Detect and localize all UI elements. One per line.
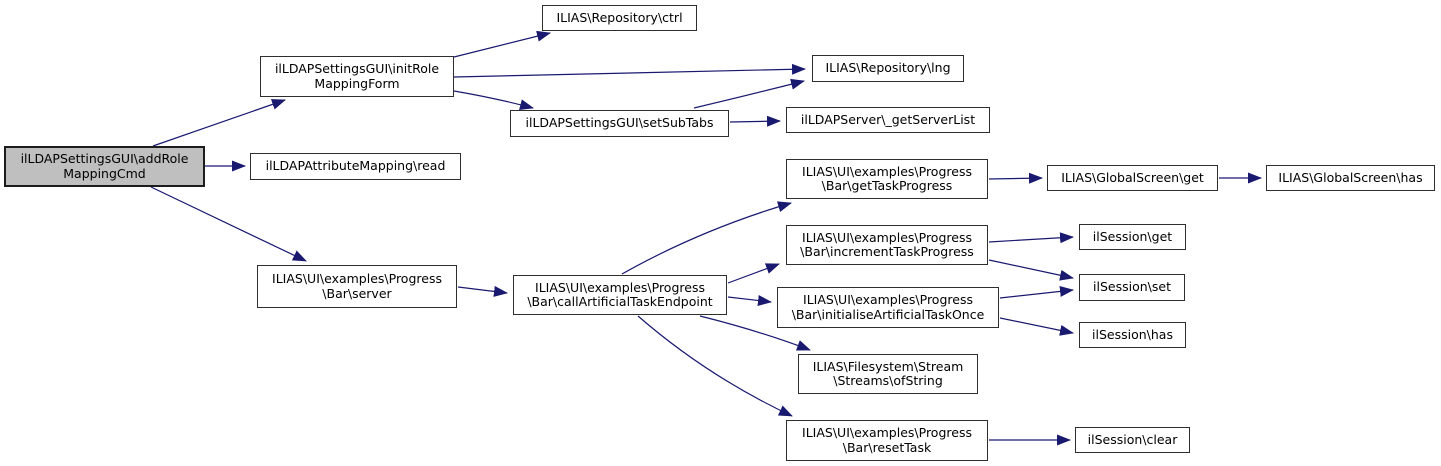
edge-initialise-sessionSet [999,285,1074,299]
edge-addRoleMappingCmd-initRoleMappingForm [152,99,286,147]
node-ilSession-set[interactable]: ilSession\set [1079,274,1185,301]
edge-initRoleMappingForm-ctrl [453,30,551,58]
node-bar-server[interactable]: ILIAS\UI\examples\Progress \Bar\server [257,265,457,308]
node-getServerList[interactable]: ilLDAPServer\_getServerList [786,107,990,133]
edge-initialise-sessionHas [999,317,1074,336]
edge-call-getTaskProgress [621,201,792,275]
edge-server-callArtificialTaskEndpoint [457,285,508,297]
node-incrementTaskProgress[interactable]: ILIAS\UI\examples\Progress \Bar\incremen… [786,225,988,265]
node-getTaskProgress[interactable]: ILIAS\UI\examples\Progress \Bar\getTaskP… [786,159,988,199]
edge-call-ofString [699,315,811,351]
edge-setSubTabs-getServerList [729,115,781,127]
edge-increment-sessionSet [988,259,1074,281]
node-initialiseArtificialTaskOnce[interactable]: ILIAS\UI\examples\Progress \Bar\initiali… [777,287,999,328]
edge-call-incrementTaskProgress [727,263,780,284]
edge-getTaskProgress-globalScreenGet [988,172,1043,184]
edge-initRoleMappingForm-lng [453,63,806,78]
node-ilSession-get[interactable]: ilSession\get [1079,224,1186,250]
node-ilSession-has[interactable]: ilSession\has [1079,322,1186,348]
node-addRoleMappingCmd[interactable]: ilLDAPSettingsGUI\addRole MappingCmd [4,146,205,187]
node-globalScreen-get[interactable]: ILIAS\GlobalScreen\get [1047,165,1218,191]
node-repository-ctrl[interactable]: ILIAS\Repository\ctrl [542,5,697,31]
edge-setSubTabs-lng [693,78,805,109]
node-setSubTabs[interactable]: ilLDAPSettingsGUI\setSubTabs [510,110,729,137]
edge-call-initialiseArtificialTaskOnce [727,295,772,306]
node-streams-ofString[interactable]: ILIAS\Filesystem\Stream \Streams\ofStrin… [798,354,978,394]
node-callArtificialTaskEndpoint[interactable]: ILIAS\UI\examples\Progress \Bar\callArti… [513,275,727,315]
node-repository-lng[interactable]: ILIAS\Repository\lng [812,55,964,82]
edge-addRoleMappingCmd-server [150,186,307,262]
node-attributeMapping-read[interactable]: ilLDAPAttributeMapping\read [250,153,461,180]
edge-increment-sessionGet [988,232,1074,244]
node-resetTask[interactable]: ILIAS\UI\examples\Progress \Bar\resetTas… [786,420,988,461]
node-initRoleMappingForm[interactable]: ilLDAPSettingsGUI\initRole MappingForm [260,56,454,97]
node-ilSession-clear[interactable]: ilSession\clear [1075,427,1190,453]
edge-call-resetTask [637,315,793,417]
edge-initRoleMappingForm-setSubTabs [453,90,534,111]
node-globalScreen-has[interactable]: ILIAS\GlobalScreen\has [1266,165,1435,191]
